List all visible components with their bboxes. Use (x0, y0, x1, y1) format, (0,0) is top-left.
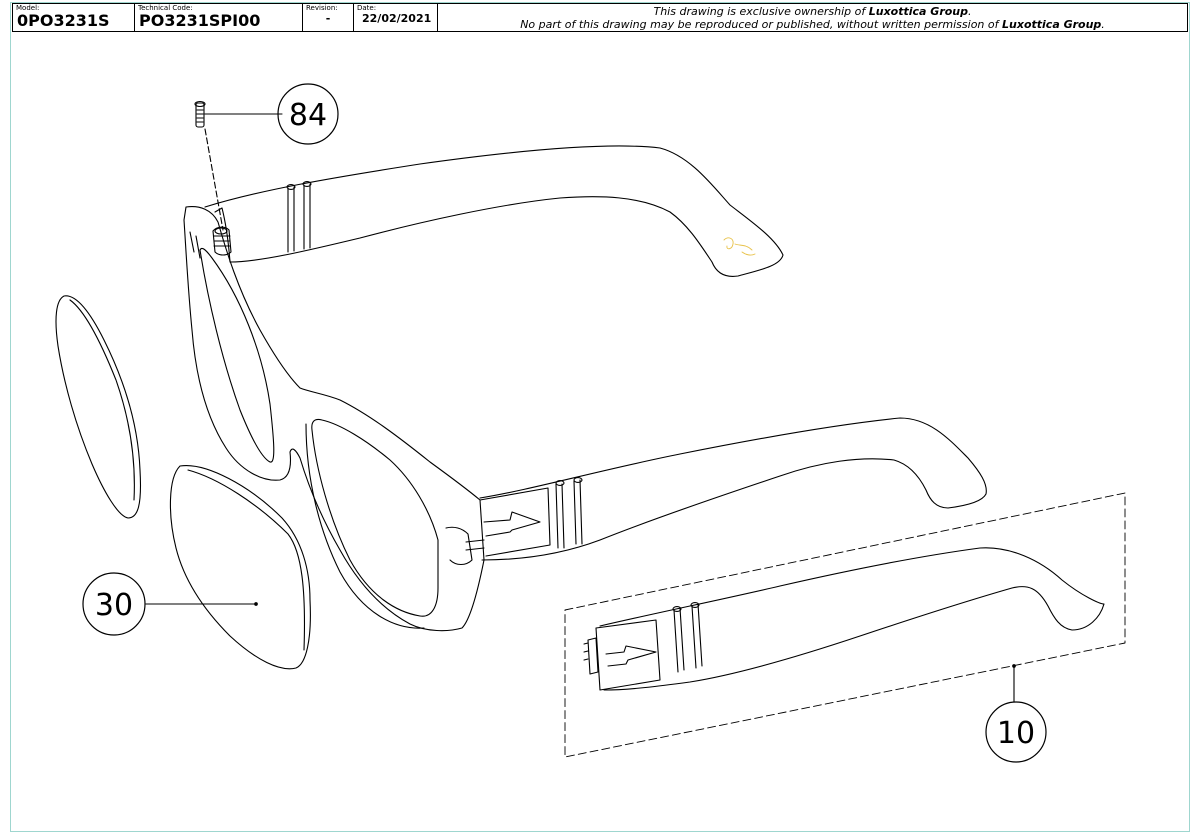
technical-code-cell: Technical Code: PO3231SPI00 (135, 4, 303, 31)
notice-line-1: This drawing is exclusive ownership of L… (653, 5, 972, 18)
back-temple (204, 145, 784, 277)
revision-cell: Revision: - (303, 4, 354, 31)
sheet-border (10, 2, 1190, 832)
callout-84: 84 (277, 83, 339, 145)
callout-30-label: 30 (95, 588, 133, 623)
revision-label: Revision: (306, 4, 338, 12)
leader-10-dot (1012, 664, 1016, 668)
front-frame (183, 206, 485, 632)
model-value: 0PO3231S (17, 11, 110, 30)
title-block: Model: 0PO3231S Technical Code: PO3231SP… (12, 3, 1188, 32)
ownership-notice: This drawing is exclusive ownership of L… (438, 4, 1187, 31)
persol-logo-icon (723, 237, 756, 256)
technical-code-label: Technical Code: (138, 4, 193, 12)
date-cell: Date: 22/02/2021 (354, 4, 438, 31)
lens-right (169, 465, 311, 670)
callout-10: 10 (985, 701, 1047, 763)
model-label: Model: (16, 4, 40, 12)
spare-temple-group (564, 492, 1126, 758)
model-cell: Model: 0PO3231S (13, 4, 135, 31)
front-temple (445, 417, 987, 566)
callout-30: 30 (82, 572, 146, 636)
callout-10-label: 10 (997, 716, 1035, 751)
lens-left (55, 295, 142, 519)
date-value: 22/02/2021 (362, 12, 432, 25)
revision-value: - (325, 12, 331, 25)
callout-84-label: 84 (289, 98, 327, 133)
notice-line-2: No part of this drawing may be reproduce… (520, 18, 1105, 31)
date-label: Date: (357, 4, 377, 12)
screw (194, 100, 232, 256)
leader-30-dot (254, 602, 258, 606)
technical-code-value: PO3231SPI00 (139, 11, 261, 30)
